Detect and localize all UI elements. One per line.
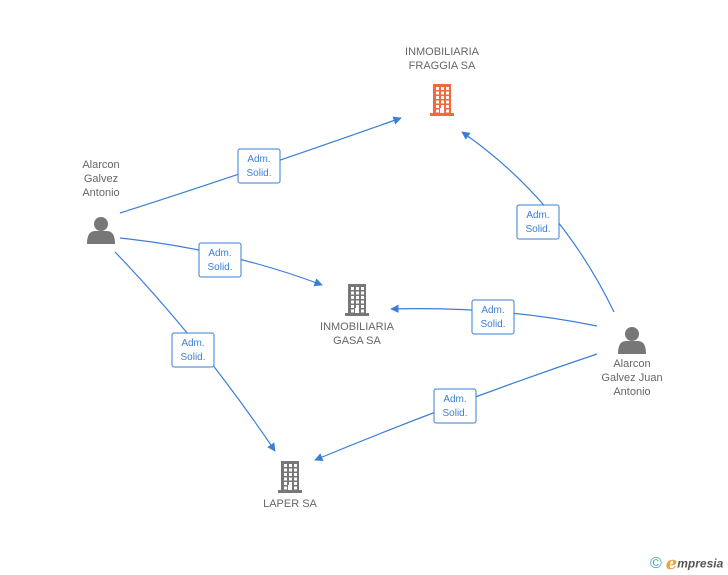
edge-label-adm-solid[interactable]: Adm. Solid. <box>433 388 477 424</box>
edge-alarcon2-fraggia: Adm. Solid. <box>461 131 615 313</box>
edge-label-adm-solid[interactable]: Adm. Solid. <box>471 299 515 335</box>
edge-label-adm-solid[interactable]: Adm. Solid. <box>171 332 215 368</box>
node-label: LAPER SA <box>263 498 317 510</box>
node-laper[interactable]: LAPER SA <box>263 461 318 510</box>
edge-label-line: Solid. <box>480 319 505 330</box>
edge-label-adm-solid[interactable]: Adm. Solid. <box>237 148 281 184</box>
copyright-symbol: © <box>650 554 662 572</box>
edge-label-box <box>171 332 215 368</box>
edge-label-line: Solid. <box>246 168 271 179</box>
edge-alarcon1-laper: Adm. Solid. <box>114 251 276 452</box>
empresia-logo[interactable]: ©empresia <box>650 553 724 574</box>
edge-label-adm-solid[interactable]: Adm. Solid. <box>198 242 242 278</box>
building-icon <box>345 284 369 316</box>
edge-label-box <box>516 204 560 240</box>
edge-label-adm-solid[interactable]: Adm. Solid. <box>516 204 560 240</box>
node-label: Antonio <box>82 187 119 199</box>
building-icon <box>430 84 454 116</box>
node-label: Galvez <box>84 173 118 185</box>
edge-alarcon2-laper: Adm. Solid. <box>314 353 598 461</box>
node-gasa[interactable]: INMOBILIARIA GASA SA <box>320 284 395 347</box>
node-label: GASA SA <box>333 335 381 347</box>
edge-label-line: Adm. <box>181 338 204 349</box>
edge-label-line: Adm. <box>208 248 231 259</box>
edge-label-line: Adm. <box>481 305 504 316</box>
person-icon <box>618 327 646 354</box>
node-fraggia[interactable]: INMOBILIARIA FRAGGIA SA <box>405 46 480 116</box>
edge-label-line: Adm. <box>526 210 549 221</box>
node-label: Alarcon <box>82 159 119 171</box>
brand-name: mpresia <box>677 556 724 571</box>
node-label: INMOBILIARIA <box>405 46 480 58</box>
node-label: Antonio <box>613 386 650 398</box>
edge-label-box <box>237 148 281 184</box>
building-icon <box>278 461 302 493</box>
node-label: INMOBILIARIA <box>320 321 395 333</box>
edge-label-box <box>433 388 477 424</box>
edge-alarcon1-fraggia: Adm. Solid. <box>119 116 402 214</box>
edge-label-box <box>198 242 242 278</box>
edge-label-line: Adm. <box>247 154 270 165</box>
edge-label-box <box>471 299 515 335</box>
edge-label-line: Solid. <box>525 224 550 235</box>
person-icon <box>87 217 115 244</box>
edge-label-line: Adm. <box>443 394 466 405</box>
edge-label-line: Solid. <box>207 262 232 273</box>
edge-label-line: Solid. <box>442 408 467 419</box>
brand-initial: e <box>665 553 678 574</box>
node-label: Alarcon <box>613 358 650 370</box>
node-label: FRAGGIA SA <box>409 60 476 72</box>
edge-alarcon1-gasa: Adm. Solid. <box>119 237 323 287</box>
edge-alarcon2-gasa: Adm. Solid. <box>390 299 598 335</box>
node-label: Galvez Juan <box>601 372 662 384</box>
edge-label-line: Solid. <box>180 352 205 363</box>
